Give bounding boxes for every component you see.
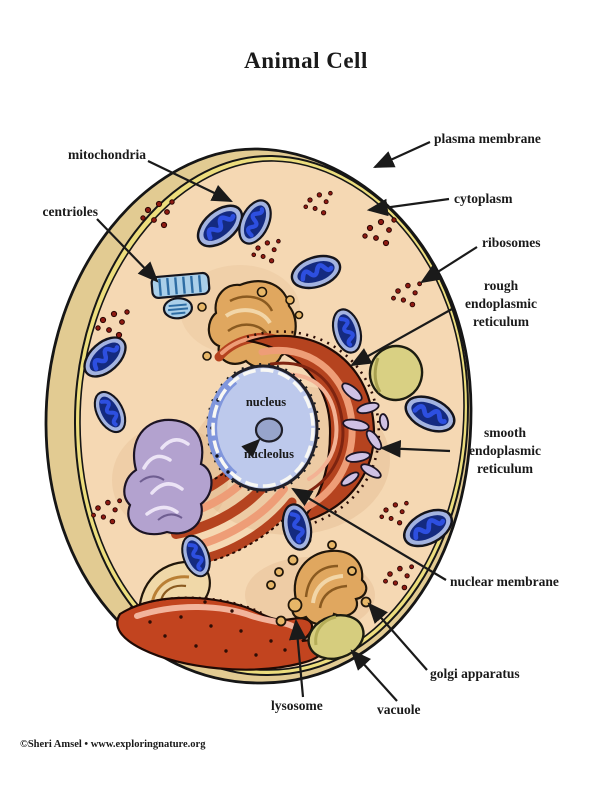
label-lysosome: lysosome: [271, 698, 323, 713]
plasma-membrane-arrow: [372, 140, 431, 169]
label-cytoplasm: cytoplasm: [454, 191, 513, 206]
smooth-er-right-shape: [340, 382, 390, 487]
smooth-er-arrow: [379, 440, 451, 458]
page-title: Animal Cell: [244, 48, 368, 73]
label-nuclear-membrane: nuclear membrane: [450, 574, 559, 589]
ribosomes-arrow: [420, 246, 478, 284]
golgi-arrow: [367, 602, 428, 671]
vacuole-shapes: [307, 344, 424, 660]
label-vacuole: vacuole: [377, 702, 421, 717]
label-smooth-er: smooth endoplasmic reticulum: [468, 425, 541, 476]
label-plasma-membrane: plasma membrane: [434, 131, 541, 146]
label-rough-er: rough endoplasmic reticulum: [464, 278, 537, 329]
nucleolus-shape: [254, 417, 284, 443]
rough-er-bottom-shape: [116, 596, 326, 671]
label-nucleus: nucleus: [245, 395, 287, 409]
mitochondria-arrow: [147, 160, 233, 202]
nucleus-shape: [206, 363, 320, 493]
lysosome-arrow: [288, 618, 307, 698]
centrioles-shape: [150, 271, 211, 320]
cytoplasm-arrow: [366, 197, 450, 217]
nuclear-membrane-arrow: [291, 487, 447, 581]
centrioles-arrow: [96, 218, 159, 283]
vacuole-arrow: [350, 649, 398, 702]
credit-line: ©Sheri Amsel • www.exploringnature.org: [20, 739, 206, 750]
label-nucleolus: nucleolus: [243, 447, 294, 461]
rough-er-arrow: [350, 308, 453, 367]
rough-er-right-shape: [214, 330, 381, 530]
nucleolus-pointer: [241, 438, 261, 458]
label-golgi-apparatus: golgi apparatus: [430, 666, 520, 681]
label-mitochondria: mitochondria: [67, 147, 146, 162]
label-centrioles: centrioles: [42, 204, 98, 219]
smooth-er-left-shape: [123, 418, 213, 536]
label-ribosomes: ribosomes: [482, 235, 541, 250]
leader-lines: [96, 140, 478, 702]
